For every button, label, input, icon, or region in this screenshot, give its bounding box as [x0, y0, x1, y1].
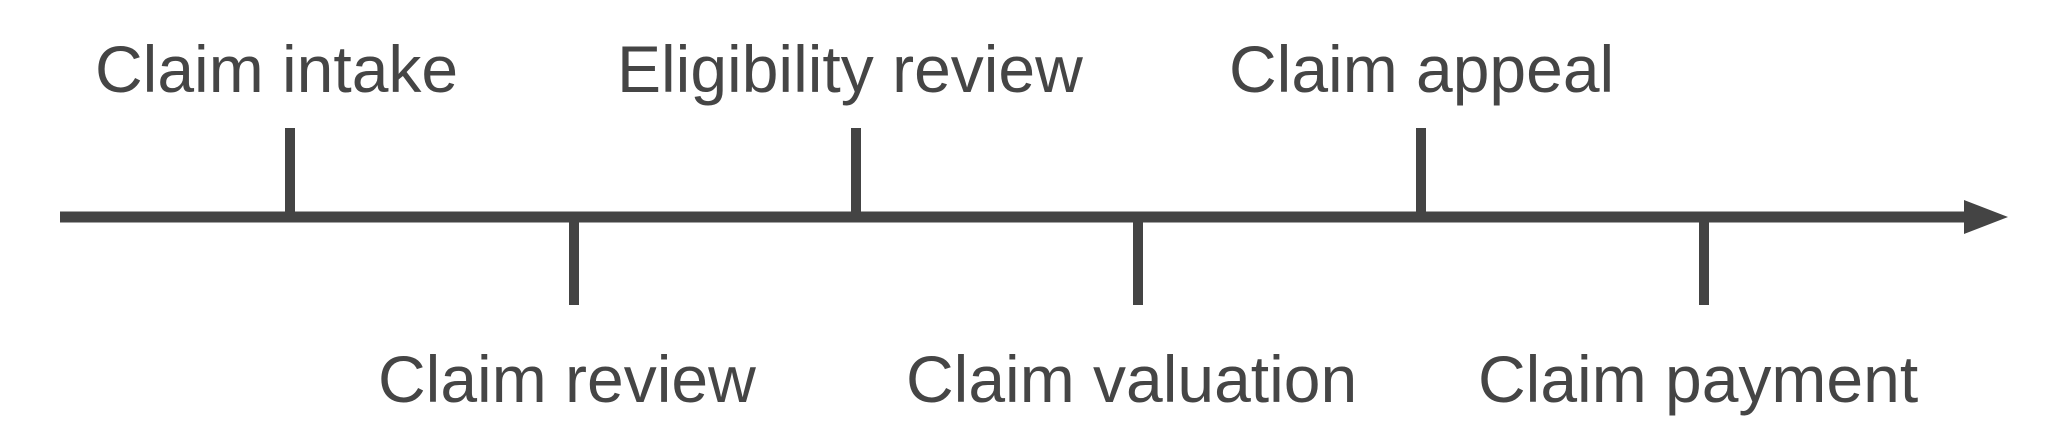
step-label: Claim appeal — [1229, 32, 1614, 106]
step-label: Claim valuation — [906, 342, 1357, 416]
step-label: Claim payment — [1478, 342, 1918, 416]
step-label: Eligibility review — [617, 32, 1083, 106]
timeline-arrowhead — [1964, 200, 2008, 234]
step-label: Claim intake — [95, 32, 458, 106]
step-label: Claim review — [378, 342, 756, 416]
